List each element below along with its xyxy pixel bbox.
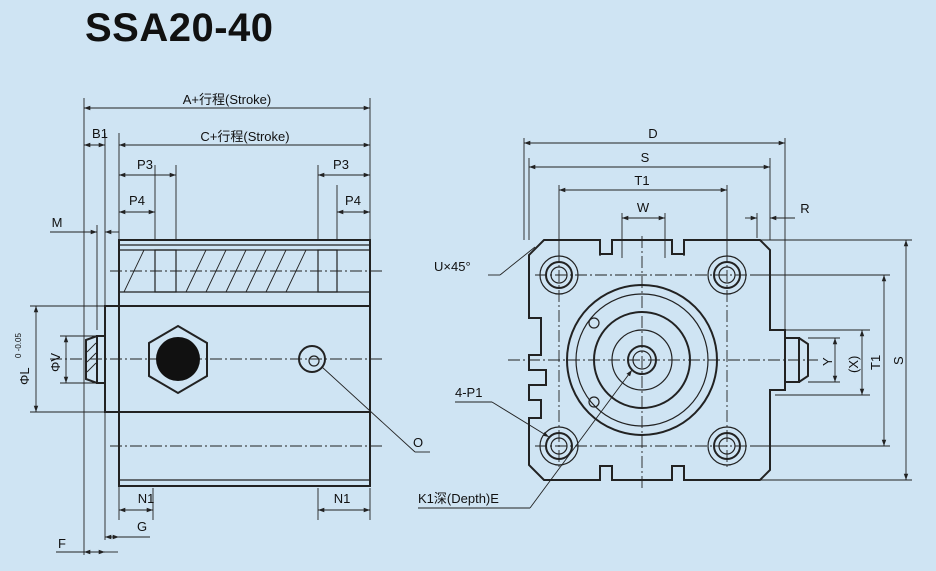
dim-n1-left: N1 bbox=[138, 491, 155, 506]
dim-t1-right: T1 bbox=[868, 355, 883, 370]
mount-holes bbox=[539, 255, 747, 466]
dim-y: Y bbox=[820, 357, 835, 366]
dim-k1: K1深(Depth)E bbox=[418, 491, 499, 506]
dim-p1: 4-P1 bbox=[455, 385, 482, 400]
dim-p4-left: P4 bbox=[129, 193, 145, 208]
dim-p4-right: P4 bbox=[345, 193, 361, 208]
dim-s-right: S bbox=[891, 356, 906, 365]
dim-m: M bbox=[52, 215, 63, 230]
dim-phi-v: ΦV bbox=[48, 353, 63, 372]
dim-r: R bbox=[800, 201, 809, 216]
dim-phi-l-tol: 0 -0.05 bbox=[14, 333, 23, 358]
front-view: D S T1 W R bbox=[418, 126, 912, 509]
side-view: A+行程(Stroke) C+行程(Stroke) B1 P3 P3 P4 P4… bbox=[14, 92, 430, 555]
dim-g: G bbox=[137, 519, 147, 534]
model-title: SSA20-40 bbox=[85, 6, 274, 50]
dim-a-stroke: A+行程(Stroke) bbox=[183, 92, 272, 107]
dim-t1-top: T1 bbox=[634, 173, 649, 188]
dim-p3-left: P3 bbox=[137, 157, 153, 172]
dim-u45: U×45° bbox=[434, 259, 471, 274]
dim-f: F bbox=[58, 536, 66, 551]
dim-c-stroke: C+行程(Stroke) bbox=[200, 129, 289, 144]
dim-x: (X) bbox=[846, 356, 861, 373]
dim-phi-l: ΦL bbox=[17, 367, 32, 385]
dim-s-top: S bbox=[641, 150, 650, 165]
dim-p3-right: P3 bbox=[333, 157, 349, 172]
dim-w: W bbox=[637, 200, 650, 215]
dim-b1: B1 bbox=[92, 126, 108, 141]
dim-d: D bbox=[648, 126, 657, 141]
dim-n1-right: N1 bbox=[334, 491, 351, 506]
dim-o: O bbox=[413, 435, 423, 450]
